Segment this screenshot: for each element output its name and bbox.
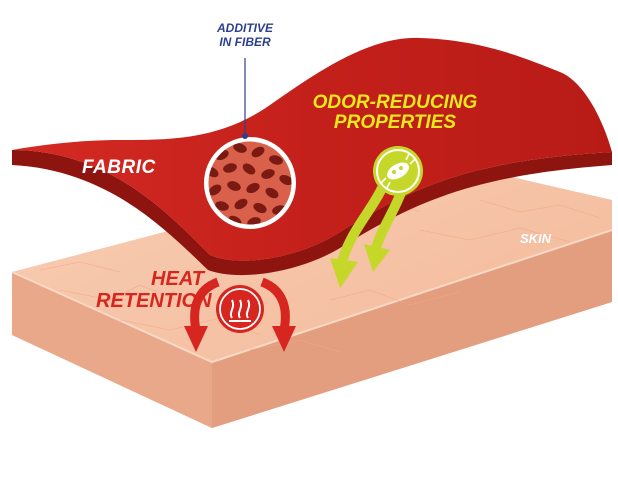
additive-label-line2: IN FIBER: [219, 35, 271, 49]
skin-left-side: [12, 272, 212, 428]
odor-label-line1: ODOR-REDUCING: [312, 92, 478, 113]
bacteria-icon: [373, 146, 423, 196]
skin-slab: [11, 160, 613, 428]
heat-label-line2: RETENTION: [96, 290, 212, 312]
fiber-cross-section-icon: [204, 137, 296, 229]
additive-label-line1: ADDITIVE: [216, 21, 273, 35]
odor-label-line2: PROPERTIES: [333, 112, 457, 133]
additive-in-fiber-label: ADDITIVE IN FIBER: [198, 21, 292, 49]
fabric-thickness: [12, 150, 612, 276]
heat-waves-icon: [216, 285, 264, 333]
fabric-sheet: [12, 37, 612, 276]
fabric-label: FABRIC: [82, 157, 156, 178]
fabric-surface: [12, 37, 612, 261]
additive-pointer: [242, 58, 248, 139]
heat-arrows: [184, 277, 296, 352]
odor-reducing-label: ODOR-REDUCING PROPERTIES: [305, 93, 485, 133]
heat-retention-label: HEAT RETENTION: [96, 268, 212, 312]
heat-label-line1: HEAT: [151, 268, 204, 290]
skin-label: SKIN: [520, 231, 552, 246]
skin-front-side: [212, 230, 612, 428]
